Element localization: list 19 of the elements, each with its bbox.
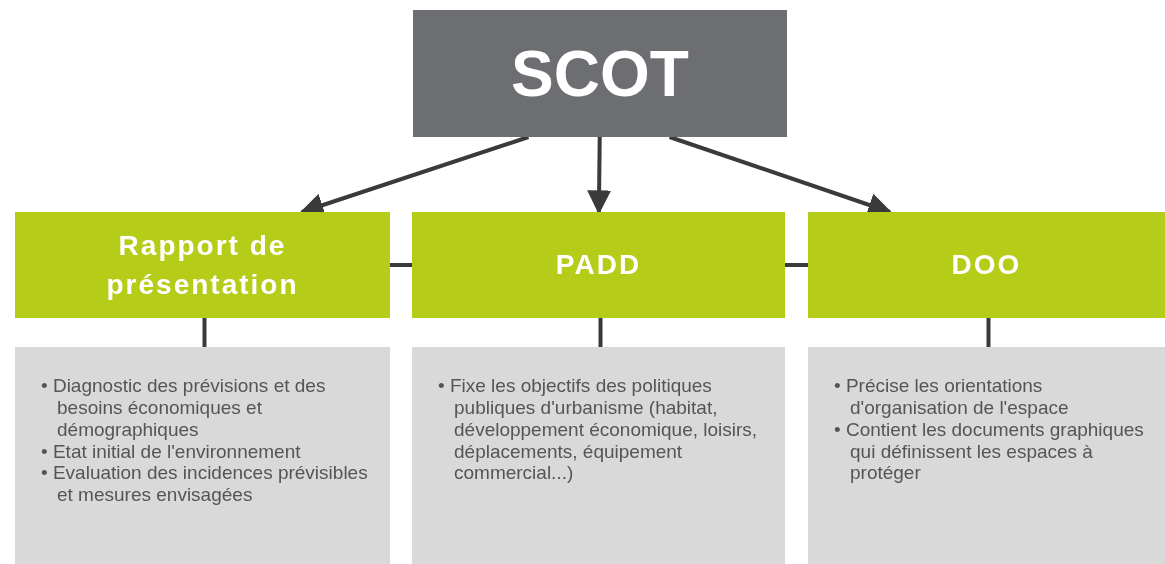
title-box: SCOT bbox=[413, 10, 787, 137]
connector-line bbox=[986, 318, 991, 347]
section-box: PADD bbox=[412, 212, 785, 318]
description-panel bbox=[808, 347, 1165, 564]
connector-line bbox=[390, 263, 412, 267]
connector-line bbox=[598, 318, 603, 347]
connector-line bbox=[202, 318, 207, 347]
description-panel bbox=[15, 347, 390, 564]
section-box: Rapport de présentation bbox=[15, 212, 390, 318]
bullet-item: • Contient les documents graphiques qui définissent les espaces à protéger bbox=[834, 418, 1145, 485]
connector-line bbox=[785, 263, 808, 267]
bullet-item: • Etat initial de l'environnement bbox=[41, 440, 302, 463]
section-box: DOO bbox=[808, 212, 1165, 318]
description-panel bbox=[412, 347, 785, 564]
bullet-item: • Fixe les objectifs des politiques publiques d'urbanisme (habitat, développement économique, loisirs, déplacements, équipement commercial...) bbox=[438, 375, 759, 485]
bullet-item: • Evaluation des incidences prévisibles et mesures envisagées bbox=[41, 462, 369, 507]
arrow bbox=[587, 136, 612, 215]
bullet-item: • Précise les orientations d'organisation de l'espace bbox=[834, 375, 1070, 419]
bullet-item: • Diagnostic des prévisions et des besoins économiques et démographiques bbox=[41, 375, 327, 441]
